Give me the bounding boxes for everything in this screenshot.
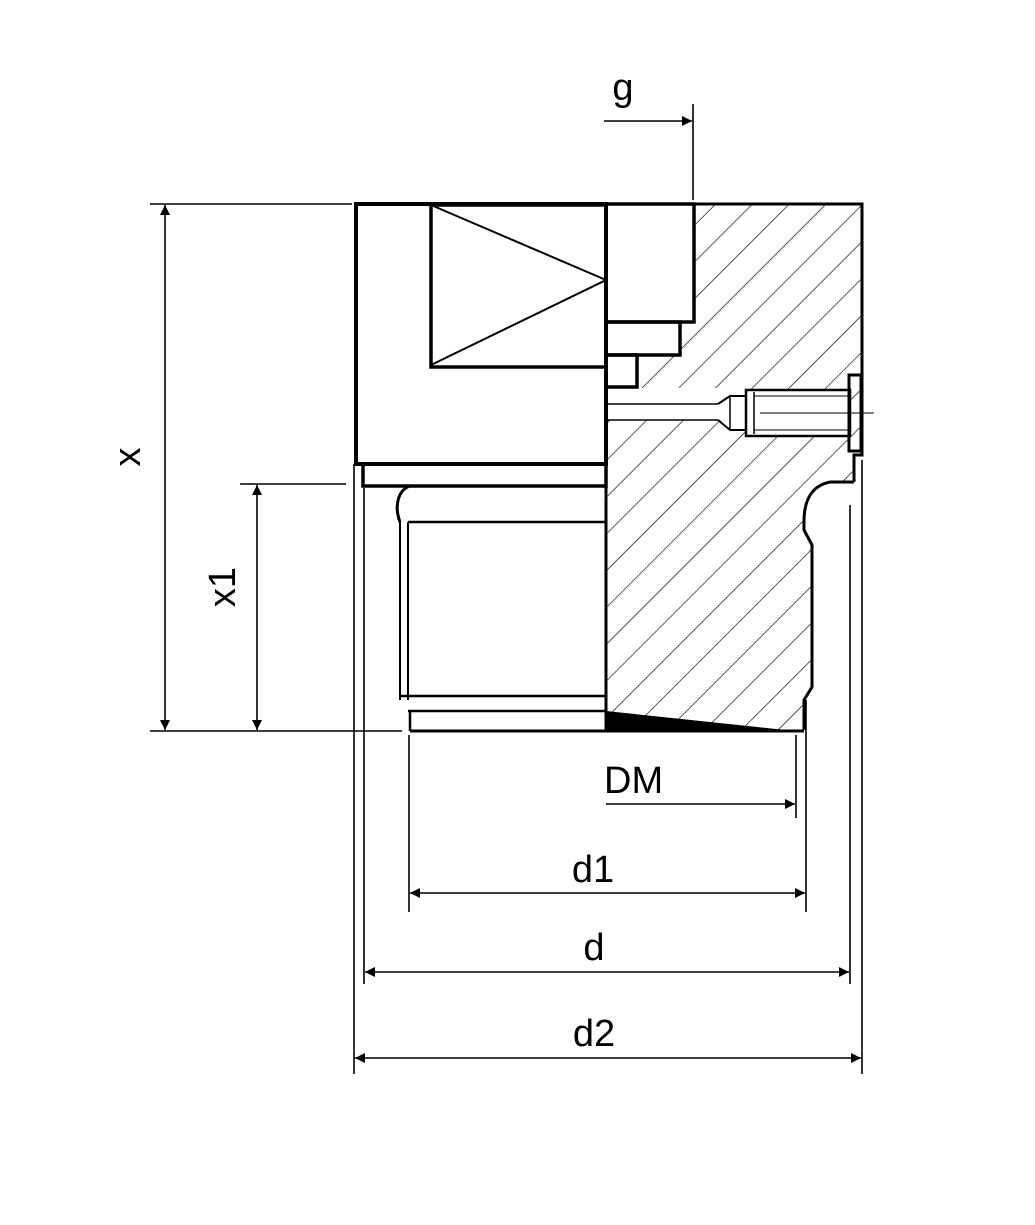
extension-lines <box>150 104 863 1074</box>
label-g: g <box>612 67 633 109</box>
dimension-lines <box>160 116 861 1063</box>
label-d: d <box>583 927 604 969</box>
screw <box>606 373 874 453</box>
internal-parts <box>361 202 696 731</box>
label-x: x <box>107 448 149 467</box>
label-d1: d1 <box>572 849 614 891</box>
dimension-labels: g x x1 DM d1 d d2 <box>107 67 663 1055</box>
seal-wedge <box>606 711 795 731</box>
label-d2: d2 <box>573 1013 615 1055</box>
label-x1: x1 <box>202 567 244 607</box>
hatched-section <box>606 204 862 730</box>
label-dm: DM <box>604 760 663 802</box>
